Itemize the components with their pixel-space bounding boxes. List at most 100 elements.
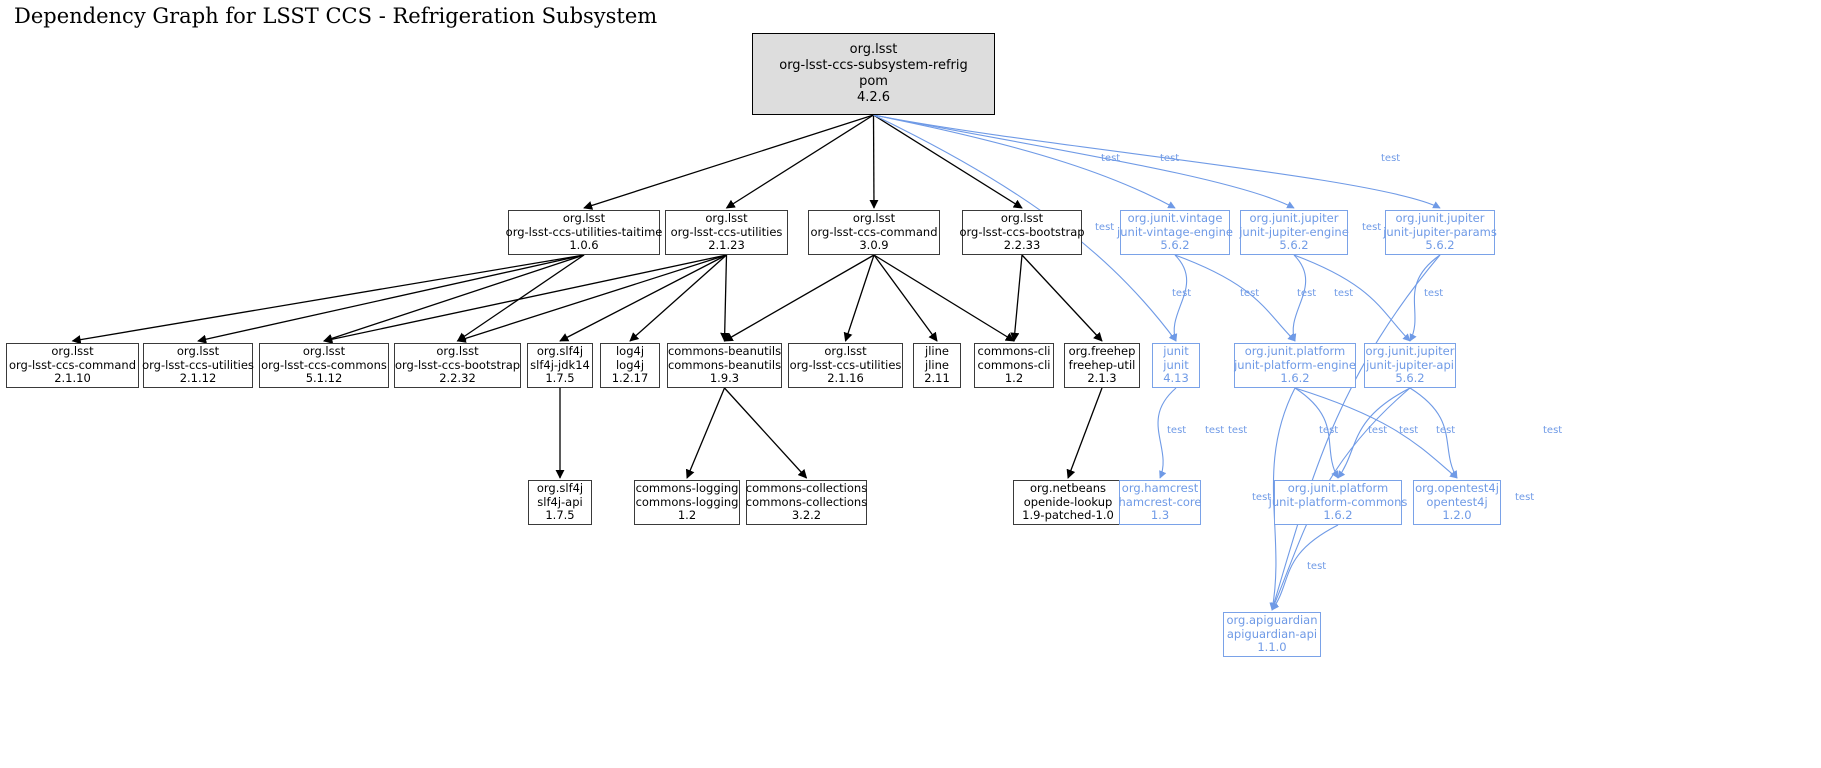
edge-taitime-to-command2110 bbox=[71, 254, 585, 345]
node-line: org.lsst bbox=[705, 211, 748, 226]
node-line: junit-jupiter-engine bbox=[1239, 224, 1349, 239]
node-line: org.lsst bbox=[824, 344, 867, 359]
node-line: apiguardian-api bbox=[1226, 626, 1318, 641]
edge-utilities2123-to-log4j bbox=[629, 254, 727, 342]
edge-label-test: test bbox=[1436, 425, 1456, 436]
node-line: 1.2.17 bbox=[611, 371, 649, 386]
node-line: org.slf4j bbox=[536, 344, 584, 359]
node-line: org.lsst bbox=[436, 344, 479, 359]
node-line: commons-collections bbox=[745, 481, 868, 496]
node-line: opentest4j bbox=[1426, 494, 1488, 509]
node-line: log4j bbox=[615, 357, 645, 372]
node-line: org-lsst-ccs-utilities-taitime bbox=[505, 224, 663, 239]
node-line: junit-platform-engine bbox=[1234, 357, 1356, 372]
edge-label-test: test bbox=[1362, 222, 1382, 233]
node-line: junit-jupiter-params bbox=[1383, 224, 1497, 239]
node-line: org.lsst bbox=[51, 344, 94, 359]
node-line: org.lsst bbox=[176, 344, 220, 359]
node-line: org-lsst-ccs-bootstrap bbox=[394, 357, 521, 372]
node-line: org-lsst-ccs-commons bbox=[261, 357, 387, 372]
node-line: org.junit.jupiter bbox=[1249, 211, 1339, 226]
node-line: 1.1.0 bbox=[1257, 640, 1287, 655]
node-line: 2.2.32 bbox=[439, 371, 476, 386]
edge-label-test: test bbox=[1424, 288, 1444, 299]
node-line: commons-logging bbox=[635, 481, 739, 496]
edge-label-test: test bbox=[1297, 288, 1317, 299]
edge-command309-to-beanutils bbox=[723, 254, 875, 342]
edge-utilities2123-to-commons5112 bbox=[323, 254, 727, 344]
node-line: 2.11 bbox=[924, 371, 950, 386]
node-line: 1.2 bbox=[677, 508, 697, 523]
edge-bootstrap2233-to-freehep bbox=[1021, 254, 1103, 342]
node-line: org.netbeans bbox=[1029, 481, 1107, 496]
edge-root-to-bootstrap2233 bbox=[873, 114, 1023, 209]
node-line: hamcrest-core bbox=[1118, 494, 1202, 509]
edge-label-test: test bbox=[1160, 153, 1180, 164]
node-line: 5.6.2 bbox=[1160, 238, 1190, 253]
node-line: org.freehep bbox=[1068, 344, 1136, 359]
edge-label-test: test bbox=[1319, 425, 1339, 436]
node-line: org-lsst-ccs-command bbox=[8, 357, 137, 372]
edge-label-test: test bbox=[1228, 425, 1248, 436]
node-line: org.junit.jupiter bbox=[1395, 211, 1485, 226]
edge-utilities2123-to-slf4jjdk14 bbox=[559, 254, 727, 342]
edge-label-test: test bbox=[1205, 425, 1225, 436]
edge-bootstrap2233-to-commonscli bbox=[1010, 254, 1023, 342]
node-line: 1.3 bbox=[1150, 508, 1170, 523]
edge-command309-to-utilities2116 bbox=[843, 254, 875, 342]
edge-beanutils-to-commonscollections bbox=[724, 387, 808, 479]
node-line: 2.1.23 bbox=[708, 238, 745, 253]
edge-label-test: test bbox=[1368, 425, 1388, 436]
edge-label-test: test bbox=[1381, 153, 1401, 164]
node-line: jline bbox=[925, 344, 949, 359]
node-line: jline bbox=[925, 357, 949, 372]
edge-beanutils-to-commonslogging bbox=[685, 387, 726, 479]
node-line: junit bbox=[1163, 344, 1189, 359]
edge-root-to-jupiterengine bbox=[873, 114, 1295, 209]
node-line: org.junit.platform bbox=[1287, 481, 1389, 496]
node-line: 1.9-patched-1.0 bbox=[1022, 508, 1114, 523]
node-line: 1.6.2 bbox=[1280, 371, 1310, 386]
node-line: 5.1.12 bbox=[305, 371, 343, 386]
edge-label-test: test bbox=[1399, 425, 1419, 436]
node-line: org-lsst-ccs-utilities bbox=[789, 357, 902, 372]
node-line: junit-platform-commons bbox=[1268, 494, 1408, 509]
node-line: org.lsst bbox=[1000, 211, 1044, 226]
edge-label-test: test bbox=[1334, 288, 1354, 299]
edge-label-test: test bbox=[1240, 288, 1260, 299]
node-line: 3.2.2 bbox=[791, 508, 822, 523]
node-line: org.opentest4j bbox=[1415, 481, 1499, 496]
edge-root-to-utilities2123 bbox=[725, 114, 874, 209]
edge-taitime-to-utilities2112 bbox=[197, 254, 585, 344]
